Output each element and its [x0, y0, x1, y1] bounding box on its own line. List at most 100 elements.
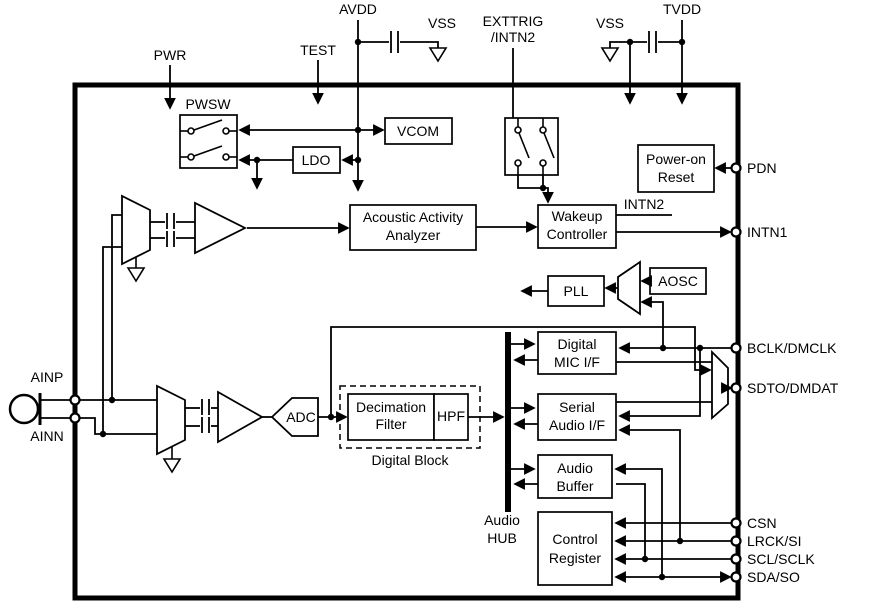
- vcom-label: VCOM: [397, 123, 439, 139]
- csn-label: CSN: [747, 515, 777, 531]
- pdn-label: PDN: [747, 160, 777, 176]
- lower-path-wires: [185, 407, 218, 427]
- upper-input-mux: [121, 194, 151, 266]
- serial-audio-if-box: [537, 393, 617, 441]
- microphone-icon: [8, 393, 42, 425]
- audio-hub-label-line1: Audio: [484, 512, 520, 528]
- decimation-filter-box: [347, 393, 435, 441]
- power-section: PWSW VCOM LDO: [179, 96, 453, 190]
- capacitor-icon: [648, 31, 657, 53]
- upper-amplifier-icon: [194, 201, 248, 255]
- vss-left-label: VSS: [428, 15, 456, 31]
- control-register-box: [537, 511, 613, 586]
- pin-ainn: [69, 412, 81, 424]
- trigger-switch-icon: [514, 118, 555, 175]
- capacitor-icon: [390, 31, 399, 53]
- upper-path-wires: [150, 221, 195, 239]
- vss-right-label: VSS: [596, 15, 624, 31]
- aosc-label: AOSC: [658, 273, 698, 289]
- dmic-label-line2: MIC I/F: [554, 354, 600, 370]
- pwsw-box: [179, 114, 238, 169]
- pin-csn: [730, 517, 742, 529]
- vcom-box: [384, 117, 453, 145]
- lower-amplifier-icon: [217, 390, 264, 444]
- avdd-label: AVDD: [339, 1, 377, 17]
- decimation-filter-label-line2: Filter: [375, 416, 406, 432]
- tvdd-decoupling: VSS: [596, 15, 682, 105]
- sdto-label: SDTO/DMDAT: [747, 380, 839, 396]
- audio-hub-label-line2: HUB: [487, 530, 517, 546]
- wakeup-label-line2: Controller: [547, 226, 608, 242]
- exttrig-label-line1: EXTTRIG: [483, 13, 544, 29]
- interface-section: Digital MIC I/F Serial Audio I/F Audio B…: [511, 331, 733, 586]
- pin-sda: [730, 571, 742, 583]
- test-label: TEST: [300, 42, 336, 58]
- pin-intn1: [730, 226, 742, 238]
- capacitor-icon: [166, 213, 175, 247]
- pin-lrck: [730, 535, 742, 547]
- por-label-line2: Reset: [658, 169, 695, 185]
- adc-label: ADC: [286, 409, 316, 425]
- adc-section: ADC: [270, 326, 712, 437]
- aaa-section: Acoustic Activity Analyzer: [349, 204, 538, 251]
- control-label-line1: Control: [552, 531, 597, 547]
- aaa-box: [349, 204, 477, 251]
- por-section: Power-on Reset: [637, 144, 732, 193]
- pin-scl: [730, 553, 742, 565]
- tvdd-label: TVDD: [663, 1, 701, 17]
- clock-wires: [520, 275, 664, 348]
- ldo-label: LDO: [302, 152, 331, 168]
- audio-buffer-box: [537, 454, 613, 499]
- capacitor-icon: [201, 399, 210, 433]
- serial-label-line2: Audio I/F: [549, 417, 605, 433]
- por-label-line1: Power-on: [646, 151, 706, 167]
- aosc-box: [649, 267, 707, 295]
- lower-input-mux: [156, 384, 186, 456]
- dmic-label-line1: Digital: [558, 336, 597, 352]
- exttrig-switch-section: [504, 117, 559, 204]
- input-wires: [40, 214, 157, 435]
- bclk-label: BCLK/DMCLK: [747, 340, 837, 356]
- ground-icon: [600, 47, 620, 63]
- output-mux: [711, 349, 729, 420]
- power-on-reset-box: [637, 144, 715, 193]
- intn1-label: INTN1: [747, 224, 788, 240]
- ainp-label: AINP: [31, 369, 64, 385]
- wakeup-section: Wakeup Controller INTN2: [537, 196, 732, 249]
- pin-bclk: [730, 342, 742, 354]
- hpf-label: HPF: [437, 408, 465, 424]
- lrck-label: LRCK/SI: [747, 533, 801, 549]
- junction-dots: [99, 38, 704, 581]
- clock-section: PLL AOSC: [520, 260, 707, 348]
- digital-mic-if-box: [537, 331, 617, 375]
- top-pins: PWR TEST AVDD VSS EXTTRIG /INTN2: [154, 1, 701, 192]
- ground-icon: [162, 447, 182, 474]
- sda-label: SDA/SO: [747, 569, 800, 585]
- digital-block-caption: Digital Block: [371, 452, 449, 468]
- power-wires: [238, 124, 385, 190]
- right-pins: PDN INTN1 BCLK/DMCLK SDTO/DMDAT CSN LRCK…: [730, 160, 839, 585]
- chip-outline: [72, 82, 741, 601]
- decimation-filter-label-line1: Decimation: [356, 399, 426, 415]
- pwr-label: PWR: [154, 47, 187, 63]
- analog-input-section: AINP AINN: [8, 194, 350, 474]
- ground-icon: [126, 257, 146, 283]
- pin-sdto: [730, 382, 742, 394]
- interface-wires: [614, 342, 733, 583]
- ground-icon: [428, 47, 448, 63]
- scl-label: SCL/SCLK: [747, 551, 815, 567]
- serial-label-line1: Serial: [559, 399, 595, 415]
- pin-pwr: PWR: [154, 47, 187, 110]
- audio-hub: Audio HUB: [484, 332, 520, 546]
- ainn-label: AINN: [30, 428, 63, 444]
- exttrig-label-line2: /INTN2: [491, 29, 536, 45]
- buffer-label-line2: Buffer: [556, 478, 593, 494]
- pll-box: [547, 275, 605, 307]
- avdd-decoupling: VSS: [358, 15, 456, 63]
- pin-pdn: [730, 162, 742, 174]
- wakeup-label-line1: Wakeup: [552, 208, 603, 224]
- buffer-label-line1: Audio: [557, 460, 593, 476]
- control-label-line2: Register: [549, 550, 601, 566]
